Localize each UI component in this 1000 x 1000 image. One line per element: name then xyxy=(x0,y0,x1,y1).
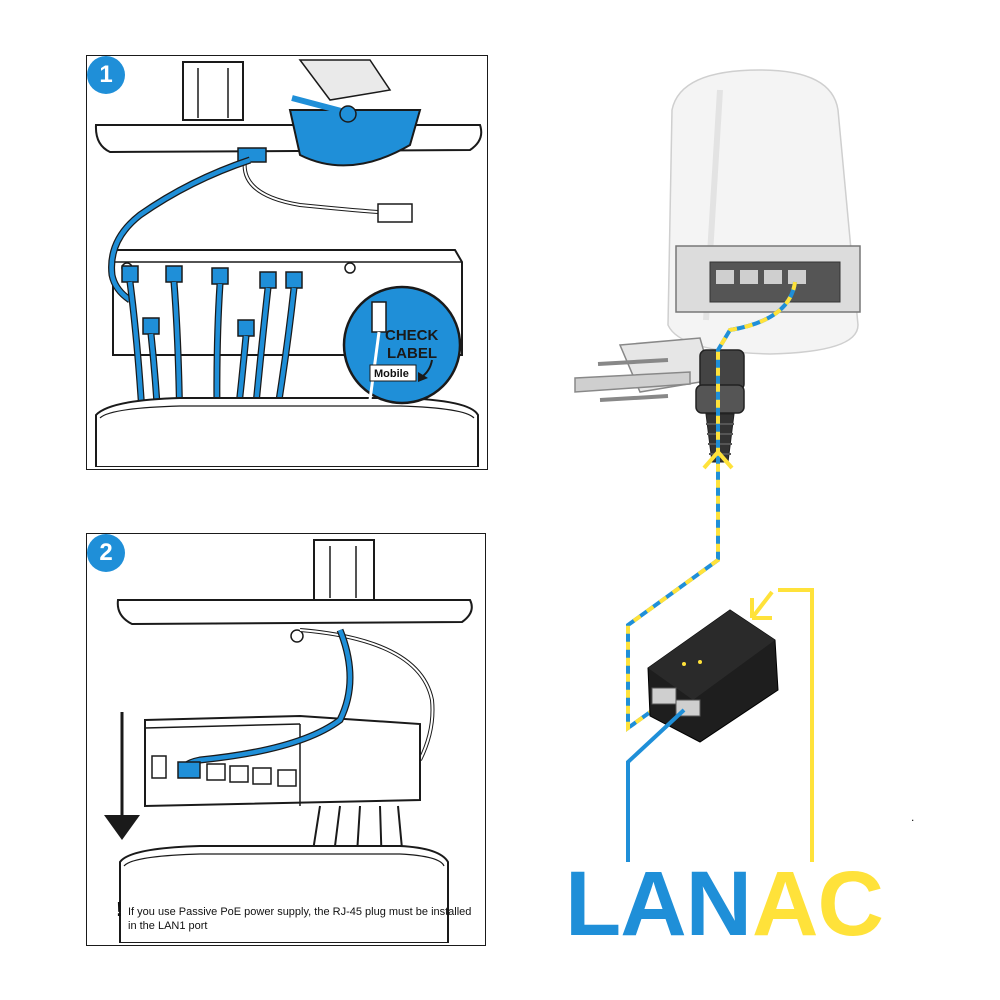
arrow-icon xyxy=(750,590,774,620)
poe-cable xyxy=(626,281,797,732)
step-1-badge: 1 xyxy=(87,56,125,94)
arrow-up-icon xyxy=(702,448,734,470)
ac-line xyxy=(778,588,814,862)
ac-label: AC xyxy=(752,853,884,955)
warning-mark: ! xyxy=(116,899,123,921)
check-label-line1: CHECK xyxy=(385,327,439,344)
stray-dot: . xyxy=(911,810,915,824)
passive-poe-note: ! If you use Passive PoE power supply, t… xyxy=(116,900,473,933)
check-label-line2: LABEL xyxy=(387,345,437,362)
step-1-illustration xyxy=(94,59,483,467)
mobile-tag: Mobile xyxy=(374,368,409,380)
passive-poe-note-text: If you use Passive PoE power supply, the… xyxy=(128,906,472,932)
outdoor-router-assembly xyxy=(574,69,861,463)
poe-injector xyxy=(647,609,779,743)
step-2-badge: 2 xyxy=(87,534,125,572)
lan-line xyxy=(626,708,686,862)
lan-label: LAN xyxy=(565,853,752,955)
step-2-illustration xyxy=(104,539,473,943)
